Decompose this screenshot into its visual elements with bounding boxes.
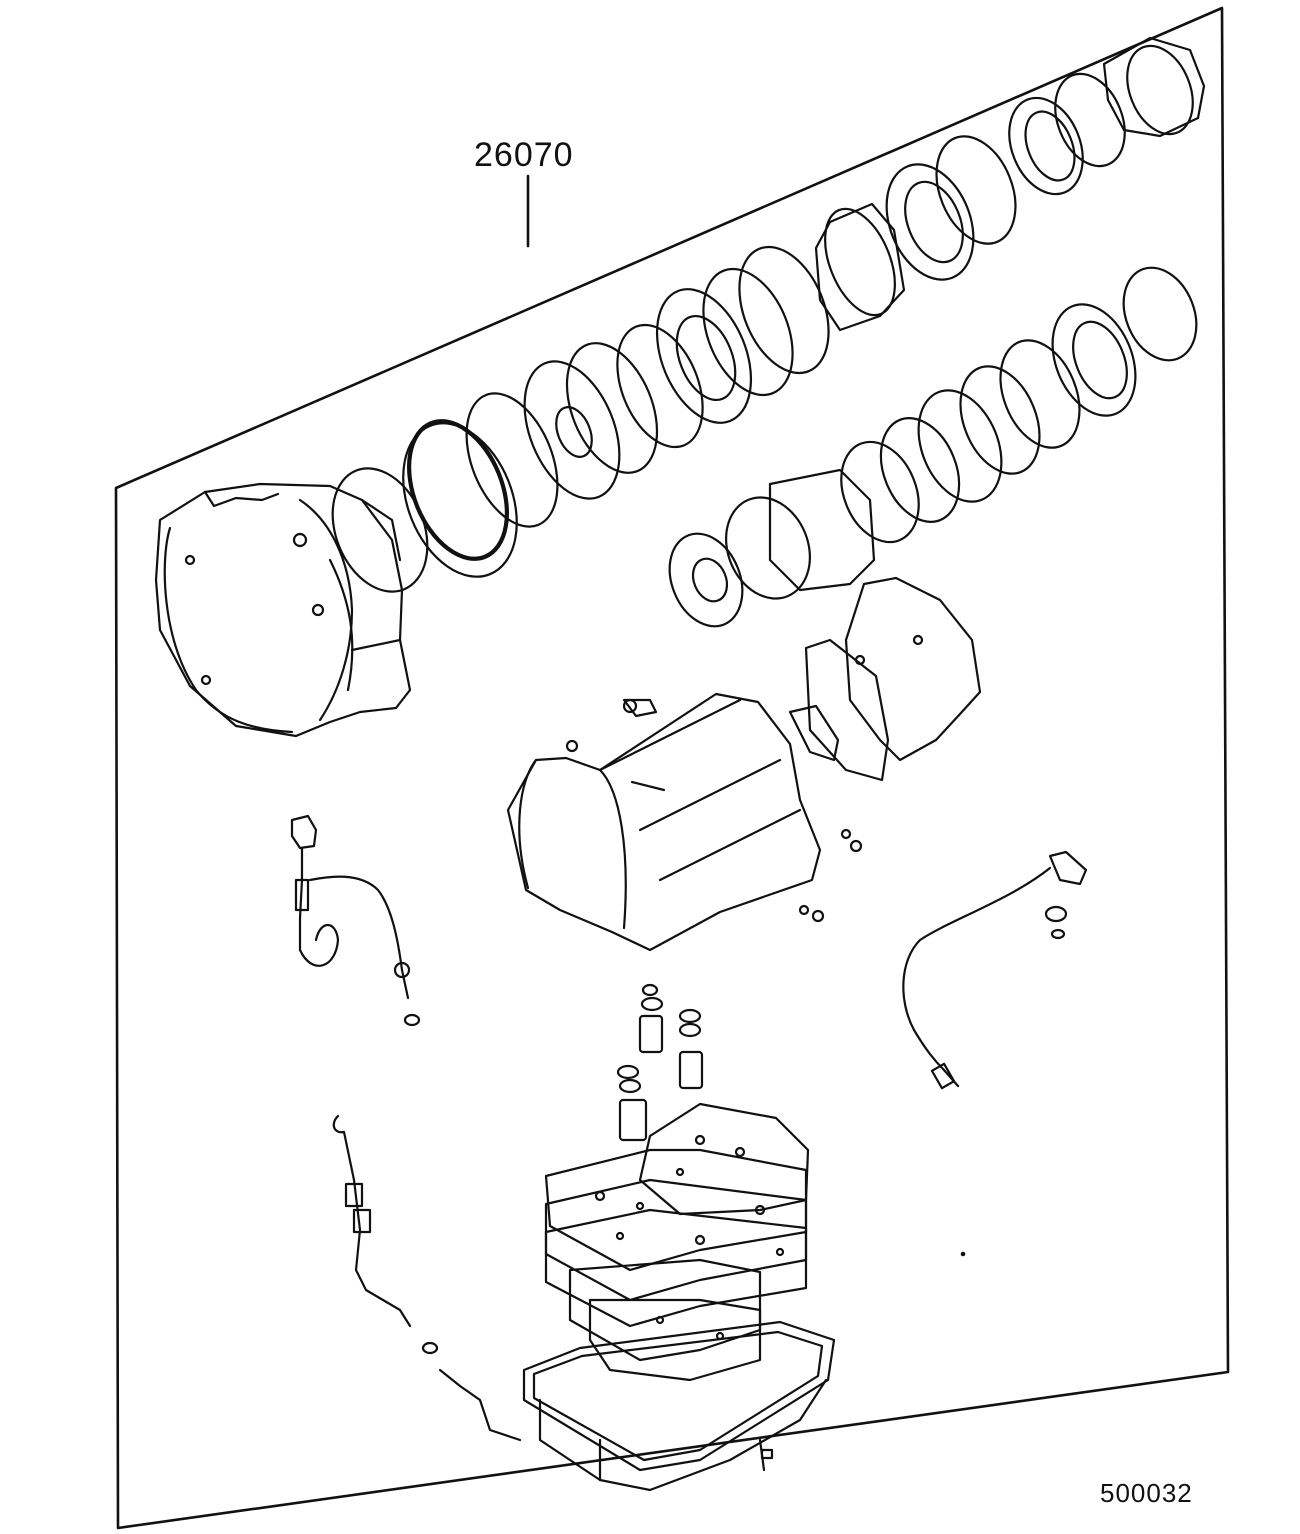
clutch-pack-lower <box>668 266 1198 628</box>
oil-pan <box>522 1320 836 1492</box>
extension-housing <box>788 576 982 782</box>
valve-body <box>544 1102 810 1382</box>
seals-and-plugs <box>616 983 704 1142</box>
throttle-cable <box>290 814 421 1027</box>
part-number-label: 26070 <box>474 136 574 174</box>
clutch-pack-upper <box>331 36 1206 593</box>
dipstick-tube <box>332 1114 522 1442</box>
torque-converter-housing <box>154 482 412 738</box>
oil-cooler-line <box>902 850 1088 1090</box>
stray-mark <box>960 1251 966 1257</box>
figure-code: 500032 <box>1100 1478 1193 1508</box>
transmission-case <box>506 692 863 952</box>
kit-frame <box>114 6 1230 1530</box>
